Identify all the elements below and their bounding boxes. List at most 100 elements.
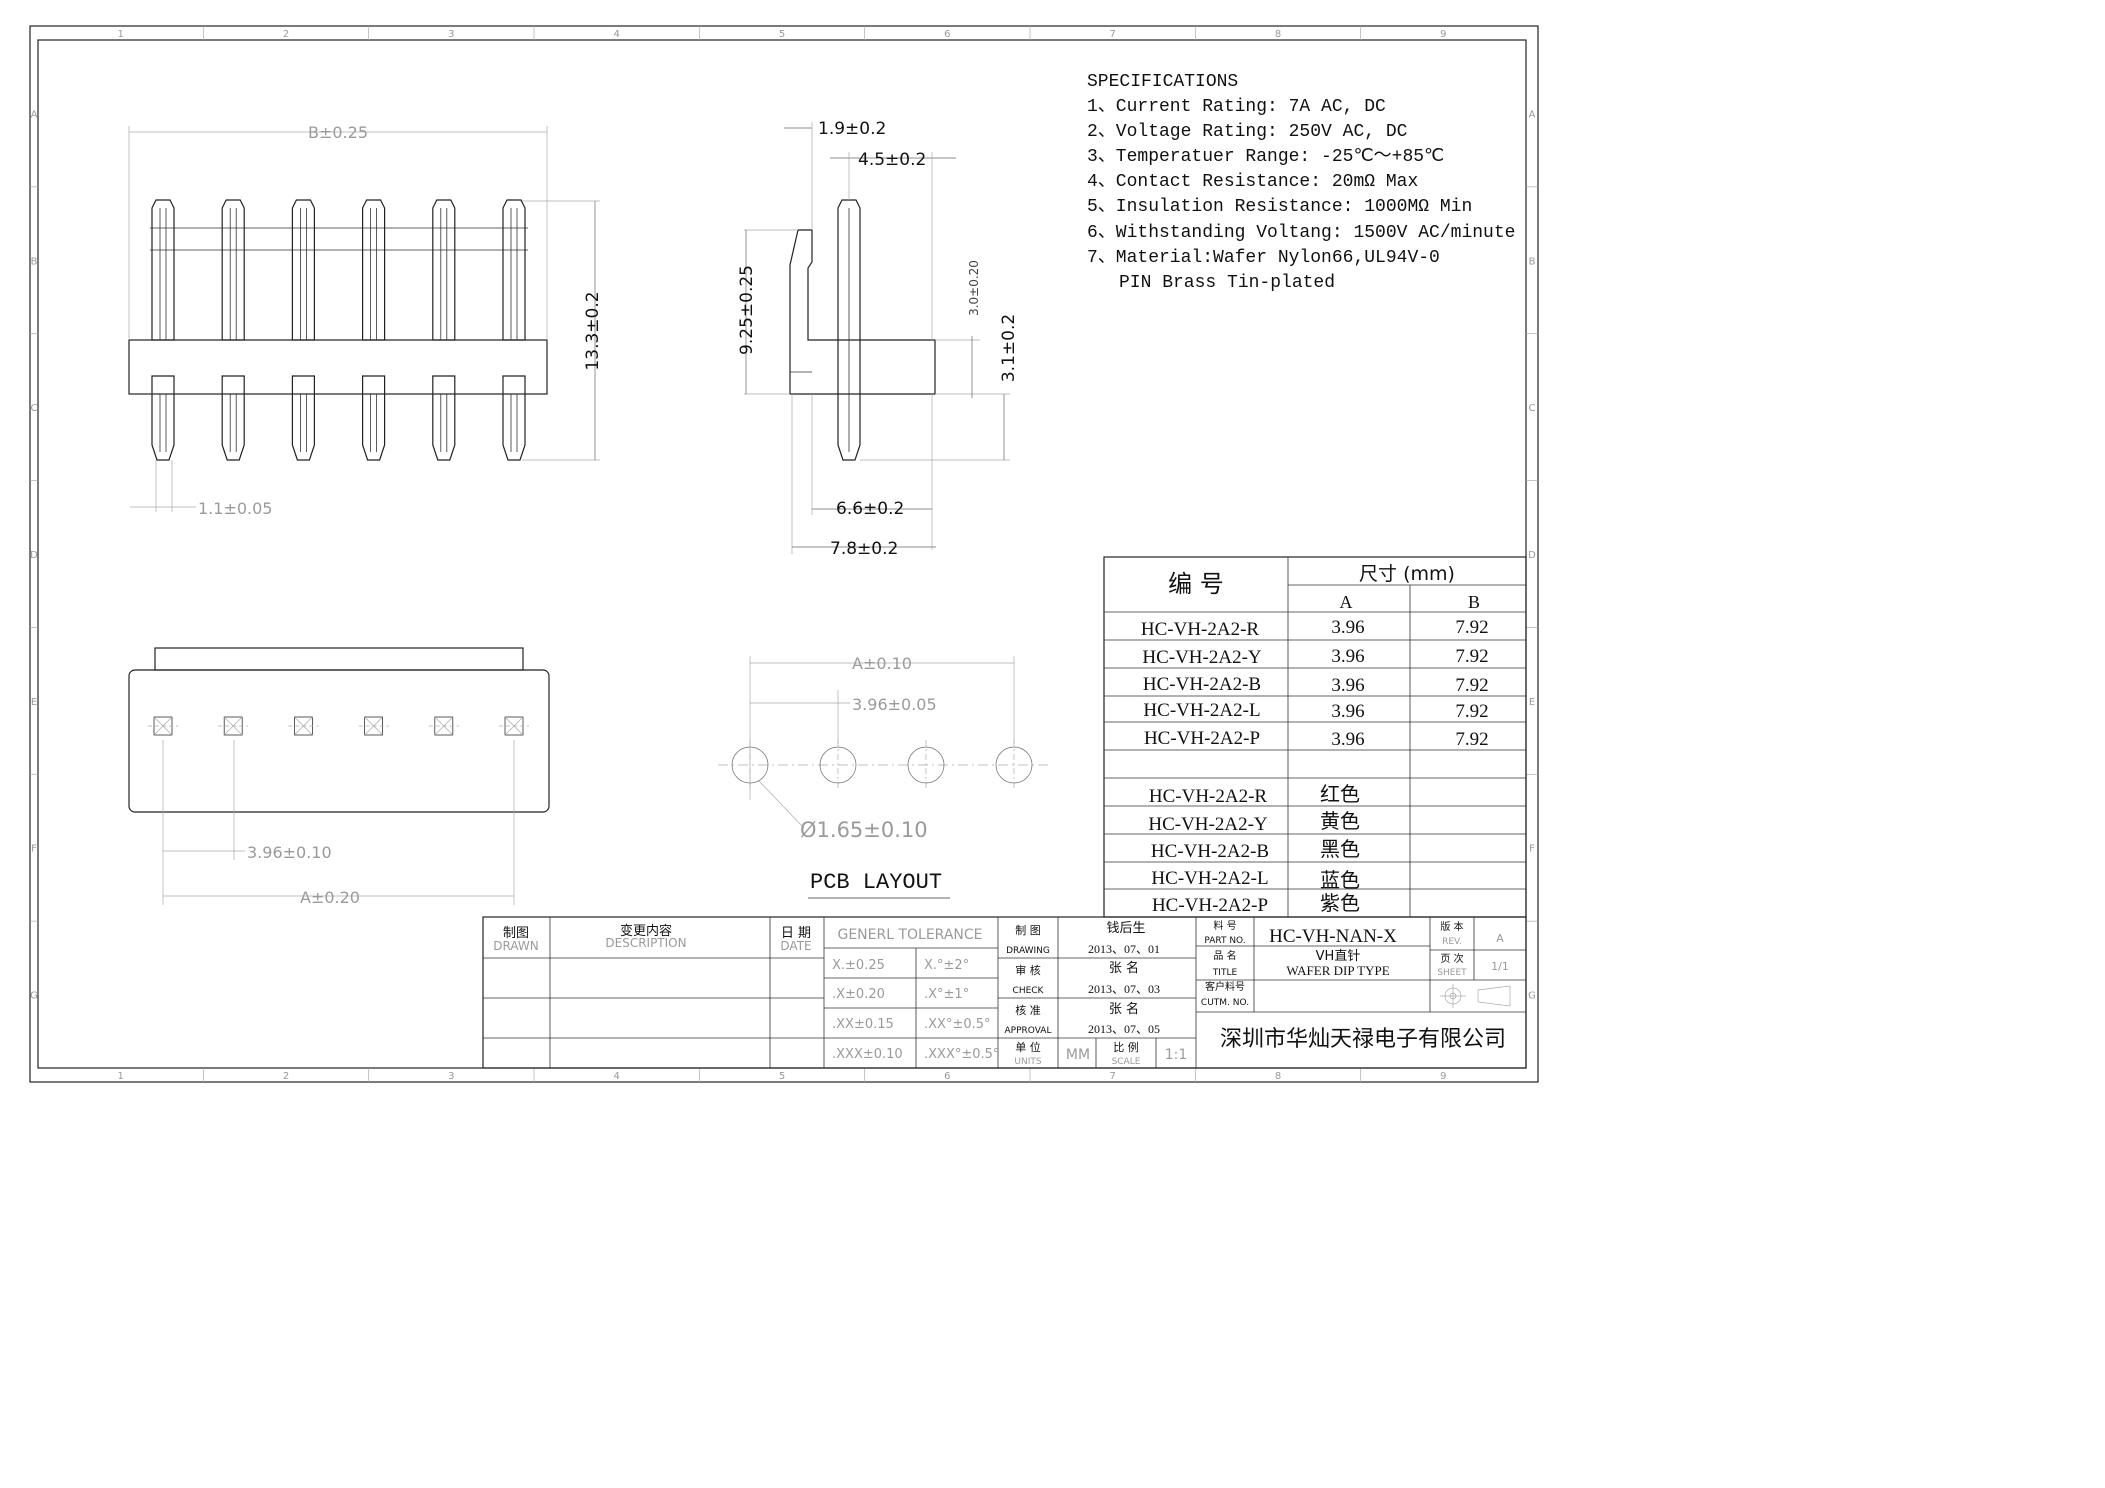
dim-label: 1.1±0.05 (198, 499, 272, 518)
tb-title-line2: WAFER DIP TYPE (1286, 963, 1389, 978)
sheet-outer-border (29, 25, 1539, 1083)
pcb-layout-title: PCB LAYOUT (810, 870, 942, 895)
border-col-label: 4 (613, 1071, 619, 1082)
tb-tol-linear: .XXX±0.10 (832, 1047, 903, 1062)
tb-scale-value: 1:1 (1165, 1047, 1188, 1063)
dim-label: A±0.10 (852, 654, 912, 673)
tb-desc-en: DESCRIPTION (605, 936, 686, 950)
border-row-label: D (30, 550, 38, 561)
pcb-layout: A±0.10 3.96±0.05 Ø1.65±0.10 PCB LAYOUT (718, 654, 1052, 899)
bottom-view: 3.96±0.10 A±0.20 (128, 647, 550, 907)
front-pin (221, 199, 245, 461)
border-col-label: 1 (117, 1071, 123, 1082)
border-row-label: A (31, 109, 38, 120)
tb-title-cn: 品 名 (1213, 949, 1236, 962)
table-row-b: 7.92 (1455, 617, 1488, 638)
border-col-label: 8 (1275, 1071, 1281, 1082)
tb-cust-cn: 客户料号 (1205, 980, 1245, 993)
pin-side (837, 199, 861, 461)
front-pins (151, 199, 526, 461)
table-color-name: 蓝色 (1320, 868, 1360, 892)
dim-label: 3.96±0.10 (247, 843, 332, 862)
dim-label: B±0.25 (308, 123, 368, 142)
tb-scale-cn: 比 例 (1113, 1040, 1139, 1054)
table-color-part: HC-VH-2A2-B (1151, 841, 1269, 862)
spec-item: 5、Insulation Resistance: 1000MΩ Min (1087, 197, 1472, 217)
tb-rev-cn: 版 本 (1440, 920, 1463, 933)
pcb-hole (907, 740, 945, 790)
size-table: 编 号 尺寸 (mm) A B HC-VH-2A2-R 3.96 7.92 HC… (1103, 556, 1527, 918)
tb-units-value: MM (1066, 1047, 1090, 1063)
border-col-label: 3 (448, 1071, 454, 1082)
table-header-part: 编 号 (1168, 570, 1224, 598)
tb-check-en: CHECK (1013, 986, 1045, 996)
wafer-bottom-body (128, 669, 550, 813)
tb-sheet-en: SHEET (1437, 968, 1467, 978)
tb-drawing-date: 2013、07、01 (1088, 942, 1160, 956)
title-block: 制图 DRAWN 变更内容 DESCRIPTION 日 期 DATE GENER… (482, 916, 1527, 1069)
tb-tol-angular: .XXX°±0.5° (924, 1047, 999, 1062)
tb-title-en: TITLE (1212, 968, 1238, 978)
front-pin (502, 199, 526, 461)
table-row-a: 3.96 (1331, 617, 1364, 638)
bottom-pad (358, 716, 389, 736)
tb-rev-value: A (1496, 932, 1504, 945)
tb-check-name: 张 名 (1109, 960, 1139, 976)
spec-item: 4、Contact Resistance: 20mΩ Max (1087, 172, 1418, 192)
pcb-hole (995, 740, 1033, 790)
border-col-label: 5 (779, 1071, 785, 1082)
spec-item: 6、Withstanding Voltang: 1500V AC/minute (1087, 223, 1515, 243)
border-col-label: 9 (1440, 29, 1446, 40)
tb-cust-en: CUTM. NO. (1201, 998, 1249, 1008)
border-col-label: 6 (944, 1071, 950, 1082)
border-col-label: 5 (779, 29, 785, 40)
table-color-part: HC-VH-2A2-Y (1148, 814, 1268, 835)
border-col-label: 2 (283, 29, 289, 40)
wafer-top-rib (154, 647, 524, 671)
dim-label: 1.9±0.2 (818, 119, 886, 139)
tb-partno-cn: 料 号 (1213, 919, 1236, 932)
border-row-label: D (1528, 550, 1536, 561)
projection-symbol-icon (1440, 984, 1511, 1008)
dim-label: A±0.20 (300, 888, 360, 907)
tb-approval-date: 2013、07、05 (1088, 1022, 1160, 1036)
table-row-a: 3.96 (1331, 701, 1364, 722)
table-row-a: 3.96 (1331, 729, 1364, 750)
tb-drawing-en: DRAWING (1006, 946, 1050, 956)
table-row-b: 7.92 (1455, 675, 1488, 696)
table-color-name: 紫色 (1320, 891, 1360, 915)
table-row-lines (1104, 611, 1526, 890)
tb-approval-name: 张 名 (1109, 1001, 1139, 1017)
tb-tolerance-title: GENERL TOLERANCE (837, 927, 982, 943)
table-color-name: 红色 (1320, 782, 1360, 806)
tb-drawn-en: DRAWN (493, 939, 539, 953)
table-header-a: A (1340, 592, 1353, 612)
border-col-label: 6 (944, 29, 950, 40)
table-header-b: B (1468, 592, 1480, 612)
dim-label: 13.3±0.2 (583, 291, 603, 370)
tb-tol-angular: .X°±1° (924, 987, 969, 1002)
table-row-part: HC-VH-2A2-L (1143, 700, 1260, 721)
table-row-a: 3.96 (1331, 675, 1364, 696)
border-row-label: F (31, 844, 37, 855)
border-row-label: B (31, 256, 38, 267)
tb-drawn-cn: 制图 (503, 926, 529, 941)
front-view: B±0.25 13.3±0.2 1.1±0.05 (128, 123, 603, 518)
table-row-b: 7.92 (1455, 646, 1488, 667)
leader-line (757, 779, 805, 829)
spec-item: 1、Current Rating: 7A AC, DC (1087, 97, 1386, 117)
border-row-label: B (1529, 256, 1536, 267)
dim-label: Ø1.65±0.10 (800, 818, 928, 842)
tb-check-date: 2013、07、03 (1088, 982, 1160, 996)
table-row-a: 3.96 (1331, 646, 1364, 667)
spec-item: 2、Voltage Rating: 250V AC, DC (1087, 122, 1408, 142)
tb-tol-angular: .XX°±0.5° (924, 1017, 991, 1032)
specifications-block: SPECIFICATIONS 1、Current Rating: 7A AC, … (1087, 72, 1515, 293)
table-row-b: 7.92 (1455, 729, 1488, 750)
table-color-part: HC-VH-2A2-L (1151, 868, 1268, 889)
dim-label: 3.0±0.20 (967, 260, 981, 316)
table-color-part: HC-VH-2A2-P (1152, 895, 1268, 916)
table-row-part: HC-VH-2A2-B (1143, 674, 1261, 695)
border-col-label: 7 (1109, 1071, 1115, 1082)
tb-tol-linear: .XX±0.15 (832, 1017, 894, 1032)
